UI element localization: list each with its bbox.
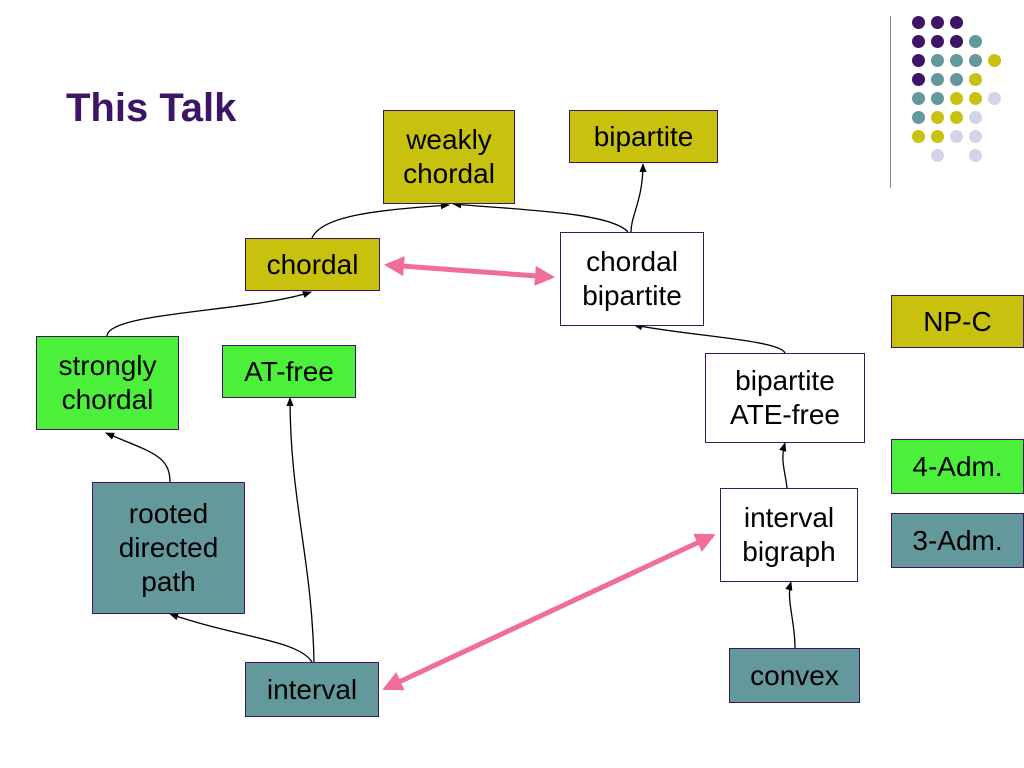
- node-at-free: AT-free: [222, 345, 356, 398]
- node-bipartite-ate-free: bipartite ATE-free: [705, 353, 865, 443]
- edge-interval-to-at-free: [286, 397, 315, 663]
- legend-3-adm: 3-Adm.: [891, 513, 1024, 568]
- edge-chordal-bipartite-to-bipartite: [630, 163, 647, 233]
- edge-interval-bigraph-to-bipartite-ate-free: [779, 442, 788, 489]
- edge-chordal-to-weakly-chordal: [311, 201, 450, 239]
- edge-rooted-directed-path-to-strongly-chordal: [105, 432, 171, 483]
- node-strongly-chordal: strongly chordal: [36, 336, 179, 430]
- edge-chordal-bipartite-to-weakly-chordal: [452, 201, 629, 233]
- node-convex: convex: [729, 648, 860, 703]
- edge-bipartite-ate-free-to-chordal-bipartite: [633, 323, 786, 354]
- node-rooted-directed-path: rooted directed path: [92, 482, 245, 614]
- node-weakly-chordal: weakly chordal: [383, 110, 515, 204]
- legend-4-adm: 4-Adm.: [891, 439, 1024, 494]
- slide-title: This Talk: [66, 86, 237, 130]
- node-interval-bigraph: interval bigraph: [720, 488, 858, 582]
- node-chordal: chordal: [245, 238, 380, 291]
- node-chordal-bipartite: chordal bipartite: [560, 232, 704, 326]
- edge-convex-to-interval-bigraph: [785, 581, 796, 649]
- equivalence-edge-chordal-chordal-bipartite: [384, 256, 555, 286]
- equivalence-edge-interval-interval-bigraph: [382, 533, 716, 691]
- node-bipartite: bipartite: [569, 110, 718, 163]
- node-interval: interval: [245, 662, 379, 717]
- decorative-divider: [890, 16, 891, 188]
- legend-np-c: NP-C: [891, 295, 1024, 348]
- edge-interval-to-rooted-directed-path: [169, 613, 313, 663]
- edge-strongly-chordal-to-chordal: [106, 291, 312, 337]
